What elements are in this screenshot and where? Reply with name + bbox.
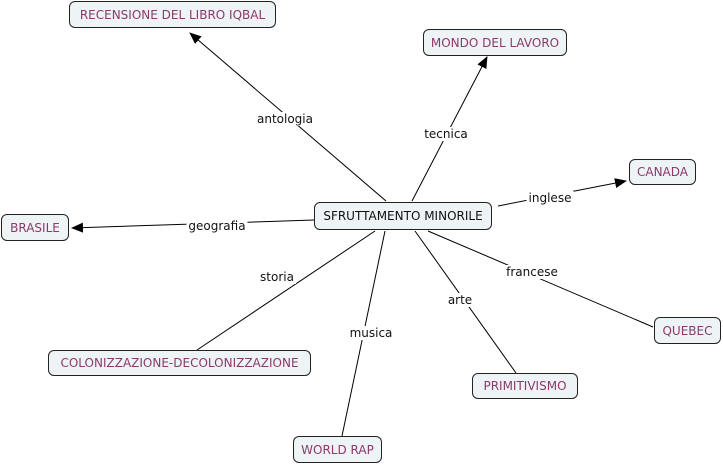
link-label-geografia: geografia <box>186 219 248 233</box>
concept-quebec[interactable]: QUEBEC <box>654 317 721 344</box>
link-label-antologia: antologia <box>255 112 315 126</box>
concept-center[interactable]: SFRUTTAMENTO MINORILE <box>314 202 492 230</box>
concept-mondo-del-lavoro[interactable]: MONDO DEL LAVORO <box>423 29 567 56</box>
concept-canada[interactable]: CANADA <box>629 159 696 185</box>
link-label-tecnica: tecnica <box>422 127 470 141</box>
link-label-musica: musica <box>347 326 395 340</box>
link-label-inglese: inglese <box>526 191 574 205</box>
link-francese-line <box>427 230 654 328</box>
link-storia-line <box>196 230 376 351</box>
link-label-storia: storia <box>258 270 296 284</box>
concept-colonizzazione[interactable]: COLONIZZAZIONE-DECOLONIZZAZIONE <box>48 350 311 376</box>
concept-brasile[interactable]: BRASILE <box>1 214 69 241</box>
link-label-arte: arte <box>445 293 475 307</box>
link-label-francese: francese <box>504 265 560 279</box>
concept-primitivismo[interactable]: PRIMITIVISMO <box>472 373 578 399</box>
concept-recensione[interactable]: RECENSIONE DEL LIBRO IQBAL <box>69 1 276 28</box>
concept-world-rap[interactable]: WORLD RAP <box>293 436 382 463</box>
